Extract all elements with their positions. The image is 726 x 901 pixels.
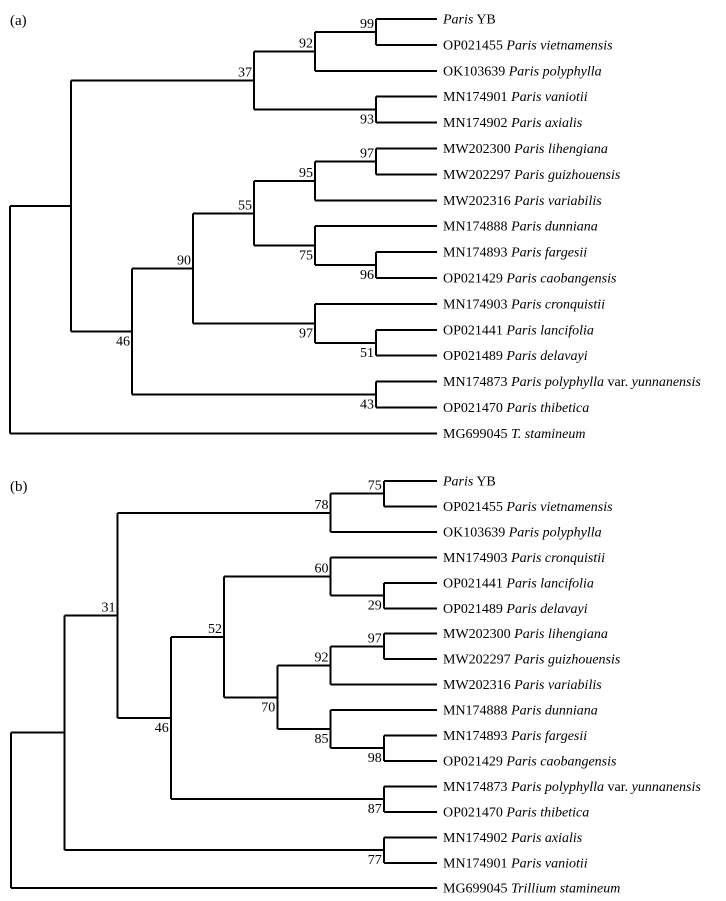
bootstrap-value: 46 xyxy=(116,334,130,349)
taxon-label: OP021489 Paris delavayi xyxy=(443,349,588,364)
taxon-label: MN174903 Paris cronquistii xyxy=(443,551,605,566)
taxon-label: MN174901 Paris vaniotii xyxy=(443,856,588,871)
taxon-label: MW202316 Paris variabilis xyxy=(443,678,602,693)
bootstrap-value: 52 xyxy=(208,622,222,637)
taxon-label: MW202300 Paris lihengiana xyxy=(443,627,608,642)
taxon-label: OP021429 Paris caobangensis xyxy=(443,272,617,287)
bootstrap-value: 78 xyxy=(315,498,329,513)
taxon-label: OK103639 Paris polyphylla xyxy=(443,64,602,79)
taxon-label: OP021441 Paris lancifolia xyxy=(443,576,594,591)
taxon-label: OP021489 Paris delavayi xyxy=(443,602,588,617)
bootstrap-value: 46 xyxy=(155,721,169,736)
taxon-label: Paris YB xyxy=(442,475,496,490)
bootstrap-value: 51 xyxy=(360,346,374,361)
bootstrap-value: 95 xyxy=(299,166,313,181)
bootstrap-value: 31 xyxy=(102,600,116,615)
taxon-label: MW202297 Paris guizhouensis xyxy=(443,168,621,183)
bootstrap-value: 77 xyxy=(368,853,382,868)
taxon-label: MW202300 Paris lihengiana xyxy=(443,142,608,157)
taxon-label: MN174902 Paris axialis xyxy=(443,831,583,846)
taxon-label: MN174893 Paris fargesii xyxy=(443,246,587,261)
taxon-label: MN174902 Paris axialis xyxy=(443,116,583,131)
bootstrap-value: 87 xyxy=(368,802,382,817)
bootstrap-value: 85 xyxy=(315,732,329,747)
taxon-label: OP021441 Paris lancifolia xyxy=(443,323,594,338)
taxon-label: MN174903 Paris cronquistii xyxy=(443,297,605,312)
taxon-label: MN174893 Paris fargesii xyxy=(443,729,587,744)
taxon-label: MN174888 Paris dunniana xyxy=(443,704,598,719)
bootstrap-value: 93 xyxy=(360,113,374,128)
bootstrap-value: 90 xyxy=(177,253,191,268)
bootstrap-value: 92 xyxy=(315,651,329,666)
bootstrap-value: 97 xyxy=(368,631,382,646)
bootstrap-value: 97 xyxy=(299,326,313,341)
taxon-label: OP021429 Paris caobangensis xyxy=(443,755,617,770)
panel-b-tree: Paris YB OP021455 Paris vietnamensis 75OK1… xyxy=(10,475,701,897)
bootstrap-value: 97 xyxy=(360,146,374,161)
panel-a-tree: Paris YB OP021455 Paris vietnamensis 99OK1… xyxy=(9,13,701,442)
bootstrap-value: 96 xyxy=(360,268,374,283)
taxon-label: MG699045 T. stamineum xyxy=(443,427,585,442)
taxon-label: OP021455 Paris vietnamensis xyxy=(443,38,613,53)
bootstrap-value: 70 xyxy=(261,700,275,715)
bootstrap-value: 60 xyxy=(315,561,329,576)
bootstrap-value: 75 xyxy=(299,249,313,264)
taxon-label: OP021470 Paris thibetica xyxy=(443,401,589,416)
taxon-label: MN174901 Paris vaniotii xyxy=(443,90,588,105)
taxon-label: Paris YB xyxy=(442,13,496,28)
taxon-label: OK103639 Paris polyphylla xyxy=(443,525,602,540)
panel-b-label: (b) xyxy=(10,479,28,495)
taxon-label: MW202297 Paris guizhouensis xyxy=(443,653,621,668)
bootstrap-value: 92 xyxy=(299,36,313,51)
bootstrap-value: 99 xyxy=(360,17,374,32)
bootstrap-value: 55 xyxy=(238,198,252,213)
bootstrap-value: 98 xyxy=(368,751,382,766)
taxon-label: MW202316 Paris variabilis xyxy=(443,194,602,209)
bootstrap-value: 43 xyxy=(360,398,374,413)
taxon-label: MN174888 Paris dunniana xyxy=(443,220,598,235)
bootstrap-value: 75 xyxy=(368,479,382,494)
taxon-label: MN174873 Paris polyphylla var. yunnanens… xyxy=(443,780,701,795)
taxon-label: MG699045 Trillium stamineum xyxy=(443,882,620,897)
taxon-label: OP021455 Paris vietnamensis xyxy=(443,500,613,515)
taxon-label: MN174873 Paris polyphylla var. yunnanens… xyxy=(443,375,701,390)
bootstrap-value: 37 xyxy=(238,66,252,81)
taxon-label: OP021470 Paris thibetica xyxy=(443,805,589,820)
panel-a-label: (a) xyxy=(10,13,27,29)
bootstrap-value: 29 xyxy=(368,599,382,614)
